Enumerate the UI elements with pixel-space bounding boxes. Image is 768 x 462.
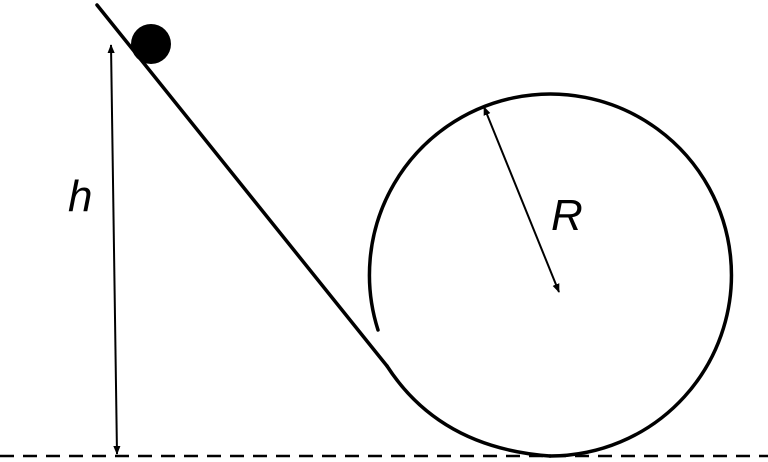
height-arrow	[107, 44, 121, 455]
ramp-loop-transition	[385, 364, 552, 458]
circular-loop-track	[367, 92, 734, 458]
height-label: h	[68, 172, 92, 221]
radius-label: R	[551, 191, 583, 240]
ball	[131, 24, 171, 64]
radius-arrow	[483, 106, 560, 293]
incline-ramp	[95, 3, 389, 368]
